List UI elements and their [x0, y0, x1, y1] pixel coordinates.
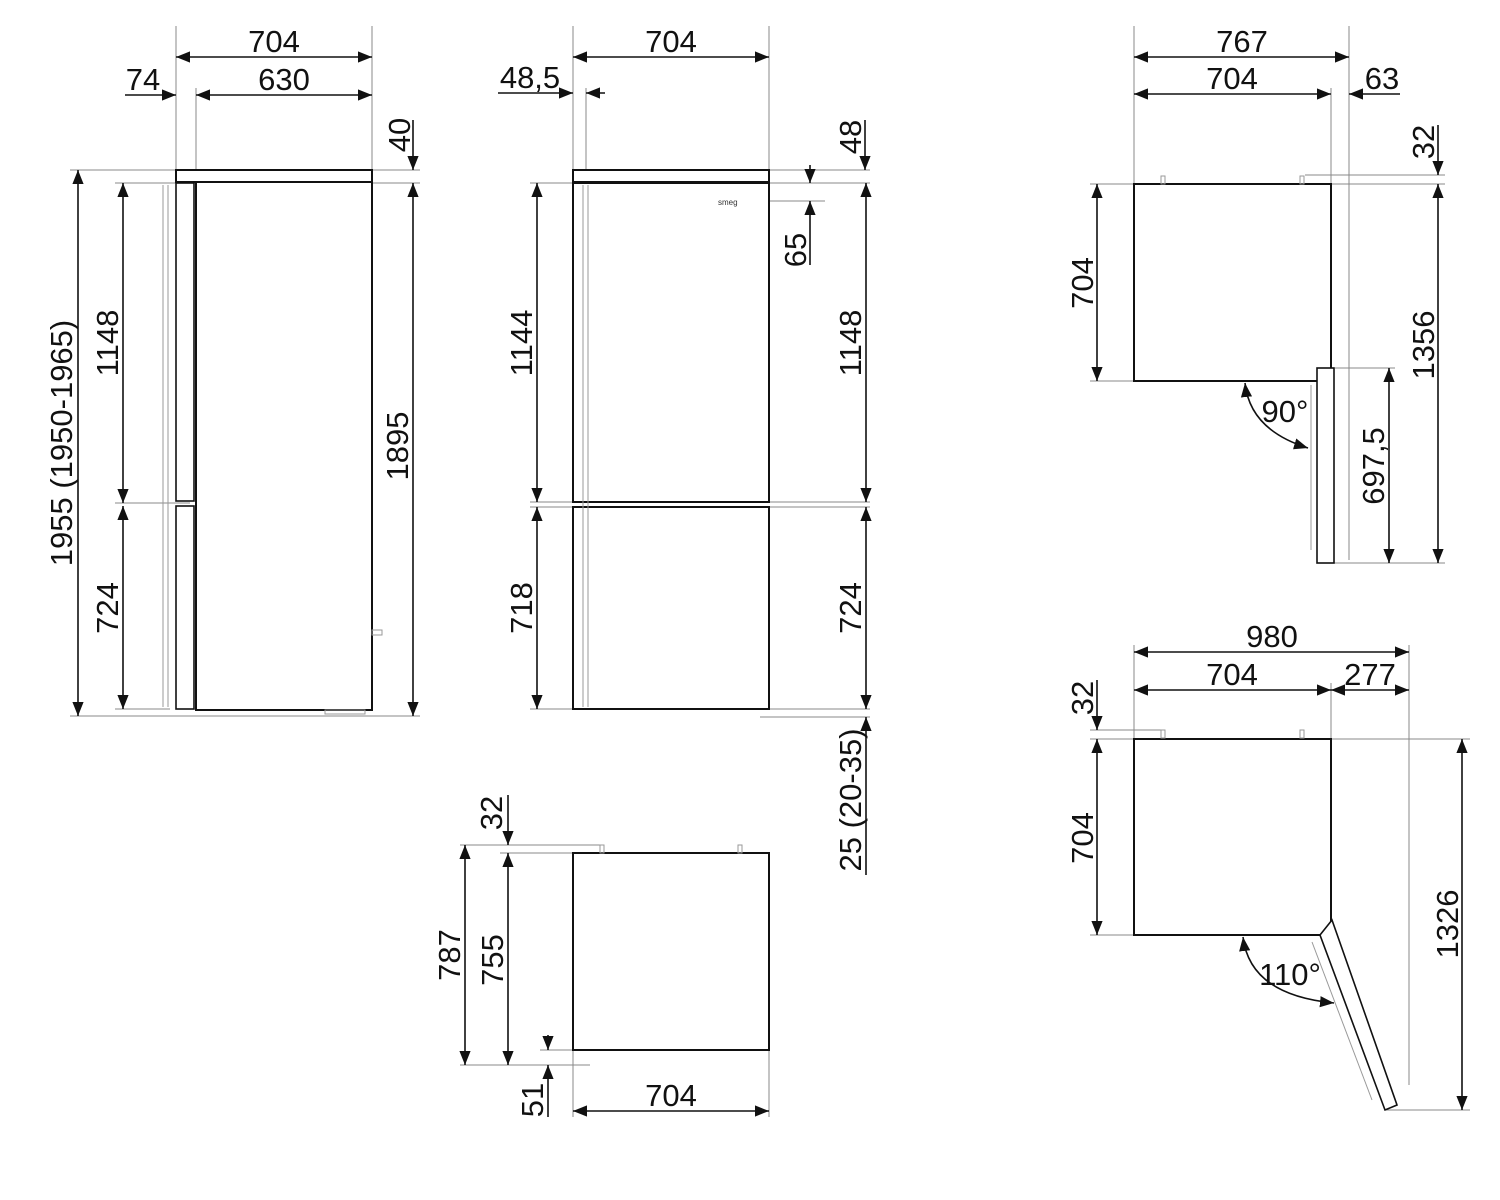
closed-top-protrusion-32: 32	[474, 796, 509, 830]
closed-depth-755: 755	[475, 934, 510, 986]
door90-angle: 90°	[1262, 394, 1309, 429]
closed-width-704: 704	[645, 1078, 697, 1113]
smeg-logo: smeg	[718, 198, 738, 207]
top-view-closed: 32 787 755 51 704	[432, 795, 770, 1117]
door90-door-length-697-5: 697,5	[1356, 427, 1391, 505]
side-view: 704 74 630 40 1955 (1950-1965) 1148 724 …	[44, 24, 420, 717]
side-cabinet-depth-630: 630	[258, 62, 310, 97]
door110-body-width-704: 704	[1206, 657, 1258, 692]
front-lower-door-718: 718	[504, 582, 539, 634]
door90-depth-704: 704	[1065, 257, 1100, 309]
door110-total-width-980: 980	[1246, 619, 1298, 654]
top-view-door-90: 767 704 63 32 90° 704 697,5 1356	[1065, 24, 1445, 564]
door110-top-protrusion-32: 32	[1065, 681, 1100, 715]
door110-angle: 110°	[1259, 957, 1321, 992]
side-cabinet-height-1895: 1895	[380, 412, 415, 481]
door90-body-width-704: 704	[1206, 61, 1258, 96]
side-lower-door-724: 724	[90, 582, 125, 634]
door90-total-width-767: 767	[1216, 24, 1268, 59]
side-upper-door-1148: 1148	[90, 310, 125, 377]
front-width-704: 704	[645, 24, 697, 59]
door110-depth-704: 704	[1065, 812, 1100, 864]
front-upper-door-1148: 1148	[833, 310, 868, 377]
side-door-depth-74: 74	[126, 62, 160, 97]
door90-top-protrusion-32: 32	[1406, 125, 1441, 159]
door110-overhang-277: 277	[1344, 657, 1396, 692]
front-top-offset-48: 48	[833, 120, 868, 154]
closed-total-787: 787	[432, 929, 467, 981]
front-lower-door-724: 724	[833, 582, 868, 634]
front-hinge-offset-48-5: 48,5	[500, 60, 560, 95]
side-total-height-1955: 1955 (1950-1965)	[44, 320, 79, 566]
closed-hinge-51: 51	[515, 1083, 550, 1117]
side-depth-704: 704	[248, 24, 300, 59]
front-upper-door-1144: 1144	[504, 310, 539, 377]
door110-total-depth-1326: 1326	[1430, 890, 1465, 959]
side-top-offset-40: 40	[382, 118, 417, 152]
door90-total-depth-1356: 1356	[1406, 311, 1441, 380]
top-view-door-110: 980 704 277 32 110° 704 1326	[1065, 619, 1470, 1112]
front-feet-height-25: 25 (20-35)	[833, 728, 868, 871]
front-logo-offset-65: 65	[778, 233, 813, 267]
front-view: 704 48,5 48 smeg 65 1144 718 1148 724 25…	[498, 24, 872, 875]
door90-side-clearance-63: 63	[1365, 61, 1399, 96]
